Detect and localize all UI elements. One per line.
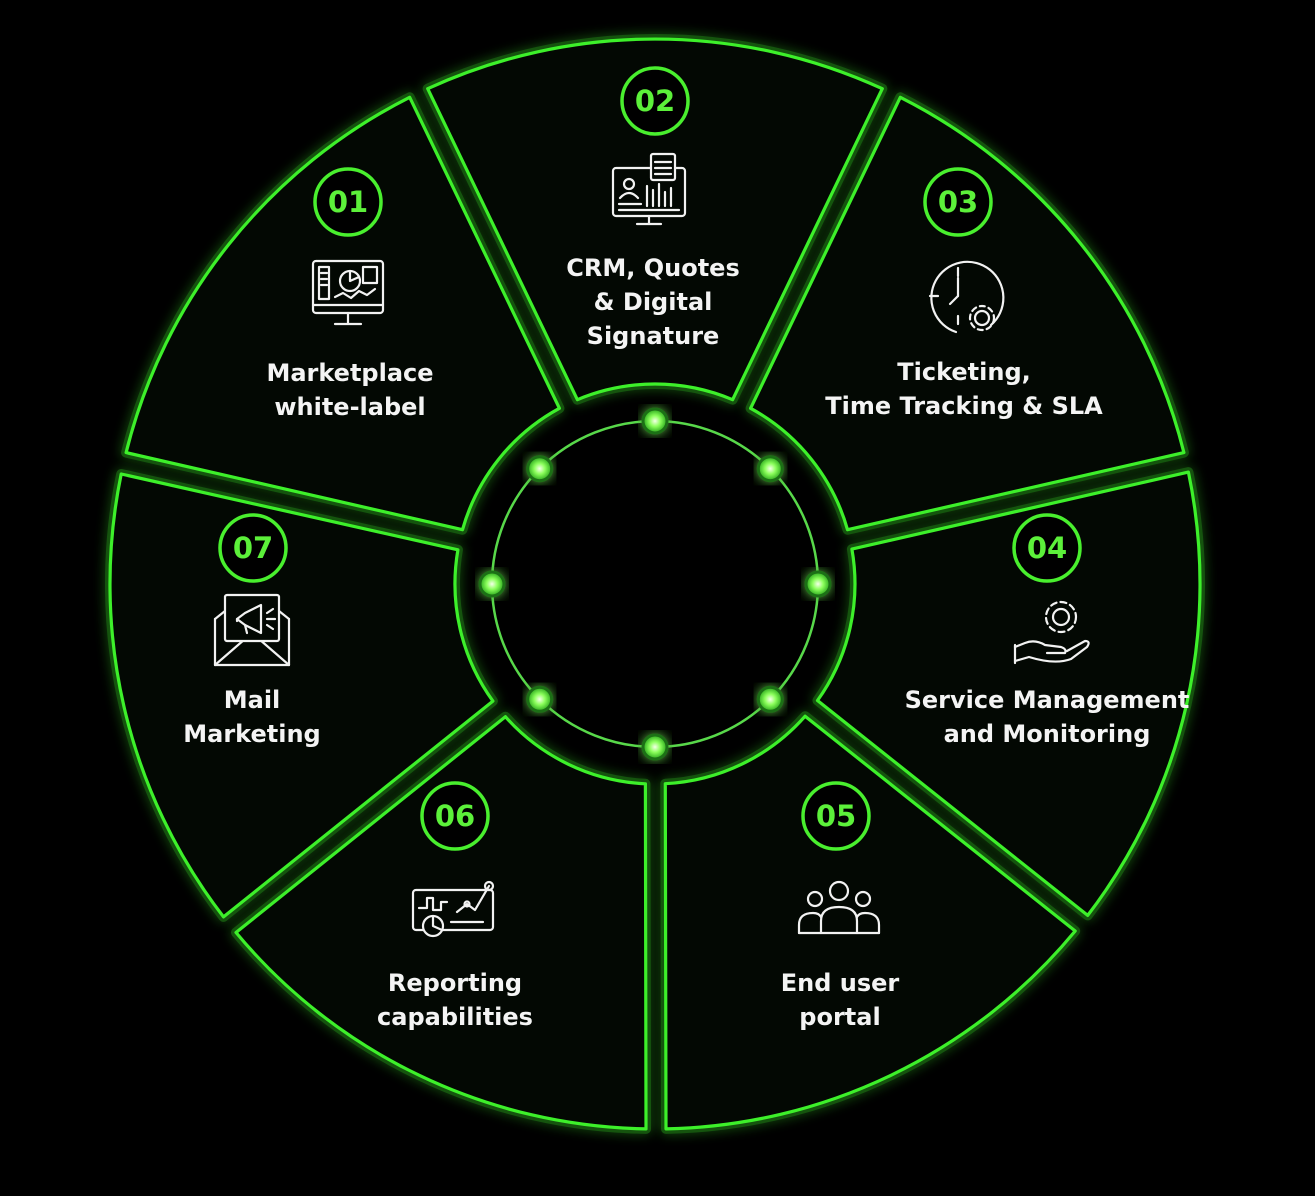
step-number-badge xyxy=(313,167,383,237)
segment-label-line: & Digital xyxy=(594,288,713,316)
segment-label-line: Marketing xyxy=(183,720,320,748)
step-number: 05 xyxy=(816,799,856,833)
hub-dot xyxy=(641,733,669,761)
segment-label-line: portal xyxy=(799,1003,880,1031)
mail-megaphone-icon xyxy=(213,593,291,667)
segment-label-line: Marketplace xyxy=(266,359,433,387)
hub-dot xyxy=(804,570,832,598)
hub-dot xyxy=(526,685,554,713)
segment-outline xyxy=(663,714,1077,1131)
hub-dot xyxy=(478,570,506,598)
step-number: 06 xyxy=(435,799,475,833)
segment-label-line: Signature xyxy=(587,322,720,350)
segment-outline xyxy=(234,715,648,1131)
users-group-icon xyxy=(797,880,881,935)
hub-dot xyxy=(756,455,784,483)
segment-shape xyxy=(750,97,1184,530)
hub-dot xyxy=(641,407,669,435)
segment-outline xyxy=(124,95,561,532)
segment-label-line: End user xyxy=(781,969,900,997)
step-number-badge xyxy=(923,167,993,237)
segment-label-line: Service Management xyxy=(905,686,1190,714)
step-number-badge xyxy=(1012,513,1082,583)
step-number-badge xyxy=(801,781,871,851)
report-dashboard-icon xyxy=(411,880,495,938)
segment-shape xyxy=(427,39,883,400)
step-number: 01 xyxy=(328,185,368,219)
segment-label-line: Mail xyxy=(224,686,281,714)
hub-dot xyxy=(756,685,784,713)
segment-label-line: Reporting xyxy=(388,969,522,997)
hub-dots xyxy=(478,407,832,761)
center-hub xyxy=(478,407,832,761)
clock-gear-icon xyxy=(928,260,1005,334)
segment-label-line: CRM, Quotes xyxy=(566,254,739,282)
step-number: 07 xyxy=(233,531,273,565)
segment-label-line: and Monitoring xyxy=(944,720,1151,748)
segment-label-line: Time Tracking & SLA xyxy=(825,392,1103,420)
segment-outline xyxy=(108,472,495,919)
segment-label-line: white-label xyxy=(274,393,425,421)
step-number-badge xyxy=(620,66,690,136)
segment-shape xyxy=(109,474,493,917)
step-number: 04 xyxy=(1027,531,1067,565)
segment-outline xyxy=(815,470,1202,917)
hub-dot xyxy=(526,455,554,483)
segment-shape xyxy=(817,472,1201,916)
step-number-badge xyxy=(420,781,490,851)
segment-label-line: Ticketing, xyxy=(897,358,1031,386)
segment-outline xyxy=(426,37,884,402)
crm-monitor-icon xyxy=(611,152,687,226)
step-number-badge xyxy=(218,513,288,583)
analytics-monitor-icon xyxy=(311,259,385,326)
step-number: 03 xyxy=(938,185,978,219)
segment-outline xyxy=(749,95,1186,532)
gear-hand-icon xyxy=(1013,600,1090,665)
segment-label-line: capabilities xyxy=(377,1003,533,1031)
step-number: 02 xyxy=(635,84,675,118)
